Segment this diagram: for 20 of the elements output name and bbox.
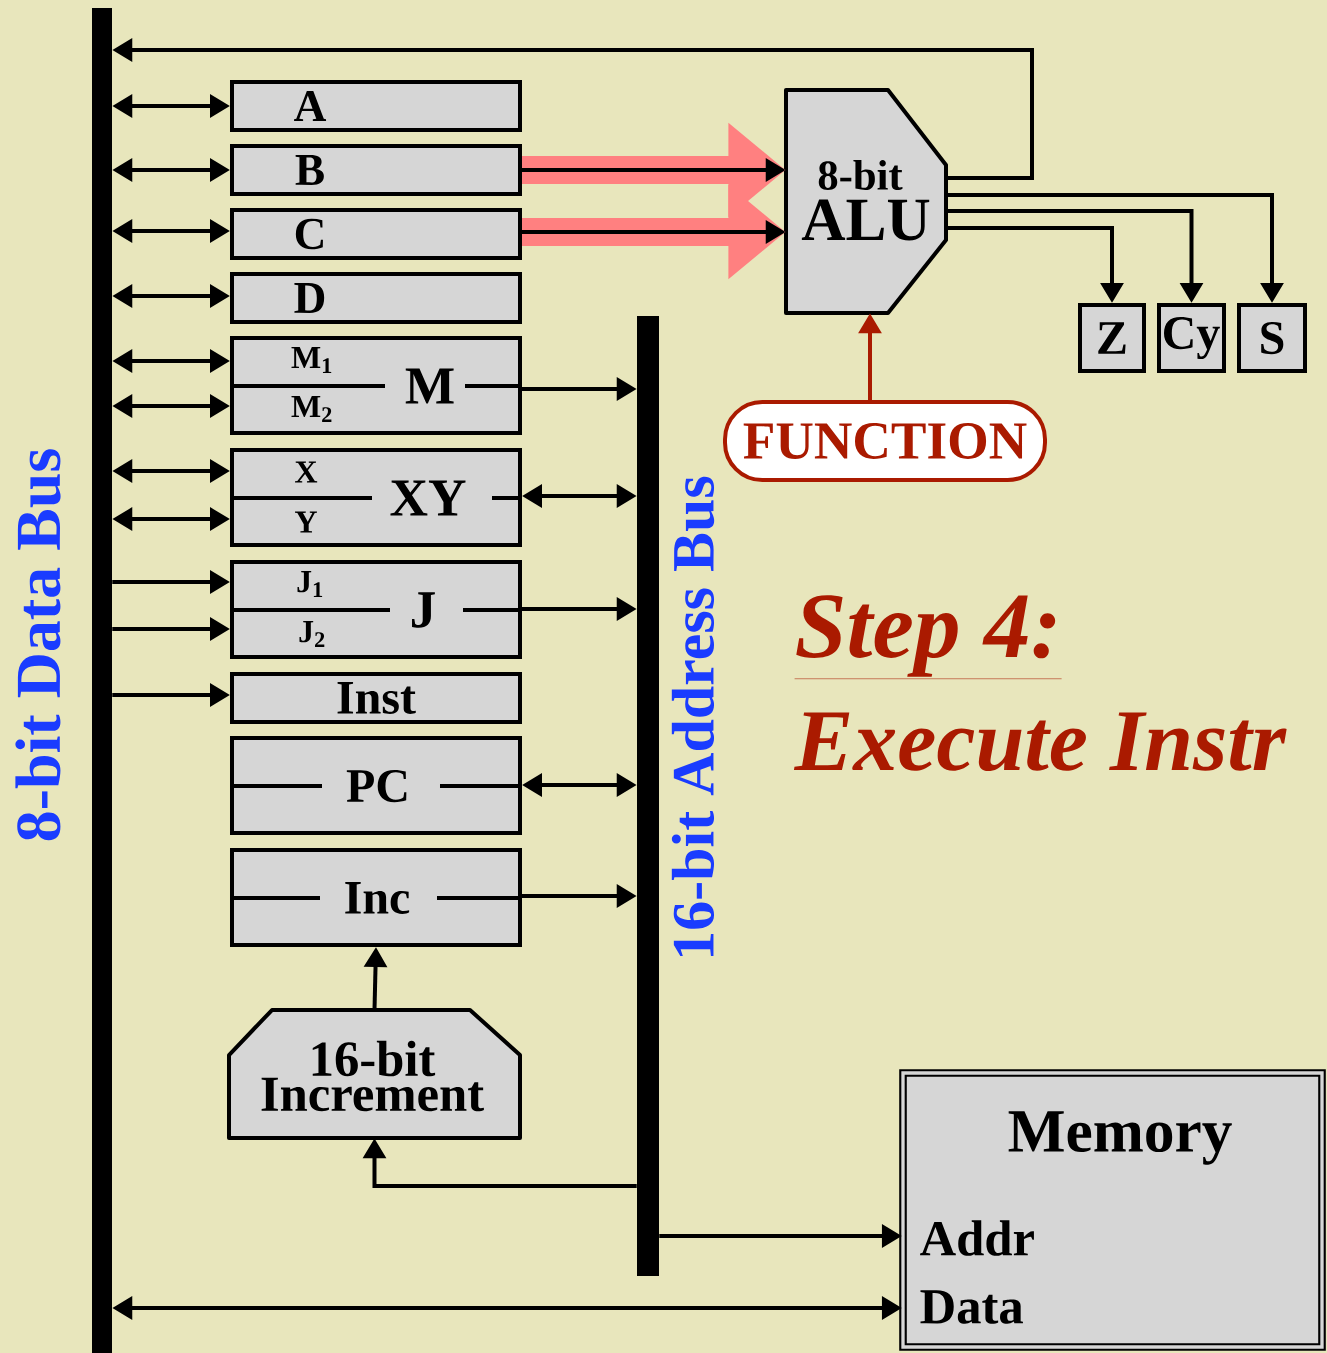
memory-block: Memory Addr Data	[899, 1069, 1326, 1351]
flag-box: S	[1237, 303, 1307, 373]
bus-label: 8-bit Data Bus	[15, 449, 61, 841]
register-box: J$_{1}$ J$_{2}$ J	[230, 560, 522, 659]
flag-box: Z	[1078, 303, 1146, 373]
bus-label: 16-bit Address Bus	[671, 476, 715, 957]
register-box: Inc	[230, 848, 522, 947]
heading: Step 4:	[794, 595, 1062, 679]
register-box: Inst	[230, 672, 522, 724]
register-box: D	[230, 272, 522, 324]
register-box: M$_{1}$ M$_{2}$ M	[230, 336, 522, 435]
flag-box: Cy	[1157, 303, 1226, 373]
subheading: Execute Instr	[793, 712, 1287, 772]
function-label: FUNCTION	[723, 400, 1047, 482]
register-box: PC	[230, 736, 522, 835]
incrementer-block: 16-bit Increment	[227, 1008, 522, 1140]
register-box: X Y XY	[230, 448, 522, 547]
register-box: B	[230, 144, 522, 196]
register-box: A	[230, 80, 522, 132]
register-box: C	[230, 208, 522, 260]
